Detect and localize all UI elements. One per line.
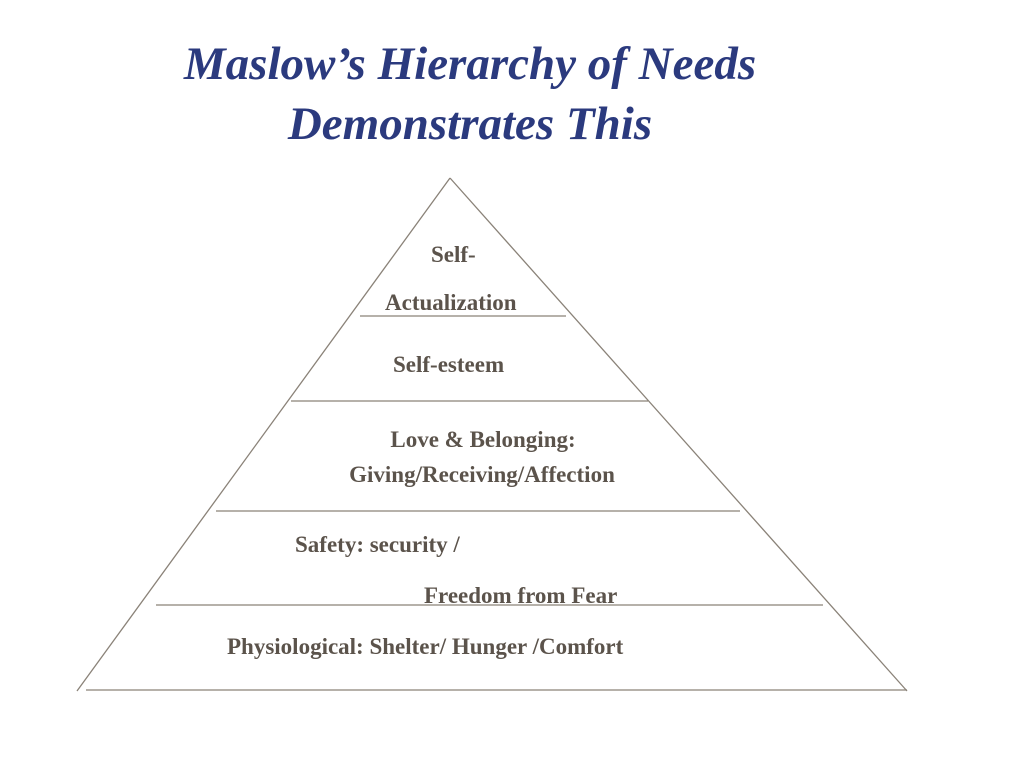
- pyramid-right-edge: [449, 177, 908, 692]
- level-self-actualization-line-2: Actualization: [385, 290, 517, 315]
- level-love-belonging-line-2: Giving/Receiving/Affection: [349, 462, 615, 487]
- slide-title: Maslow’s Hierarchy of Needs Demonstrates…: [0, 34, 940, 154]
- level-self-esteem: Self-esteem: [393, 352, 505, 377]
- level-self-actualization-line-1: Self-: [431, 242, 476, 267]
- pyramid-left-edge: [76, 177, 451, 692]
- level-safety-line-1: Safety: security /: [295, 532, 460, 557]
- level-safety-line-2: Freedom from Fear: [424, 583, 618, 608]
- title-line-1: Maslow’s Hierarchy of Needs: [183, 38, 757, 90]
- level-physiological: Physiological: Shelter/ Hunger /Comfort: [227, 634, 624, 659]
- level-love-belonging-line-1: Love & Belonging:: [390, 427, 576, 452]
- title-line-2: Demonstrates This: [287, 98, 653, 150]
